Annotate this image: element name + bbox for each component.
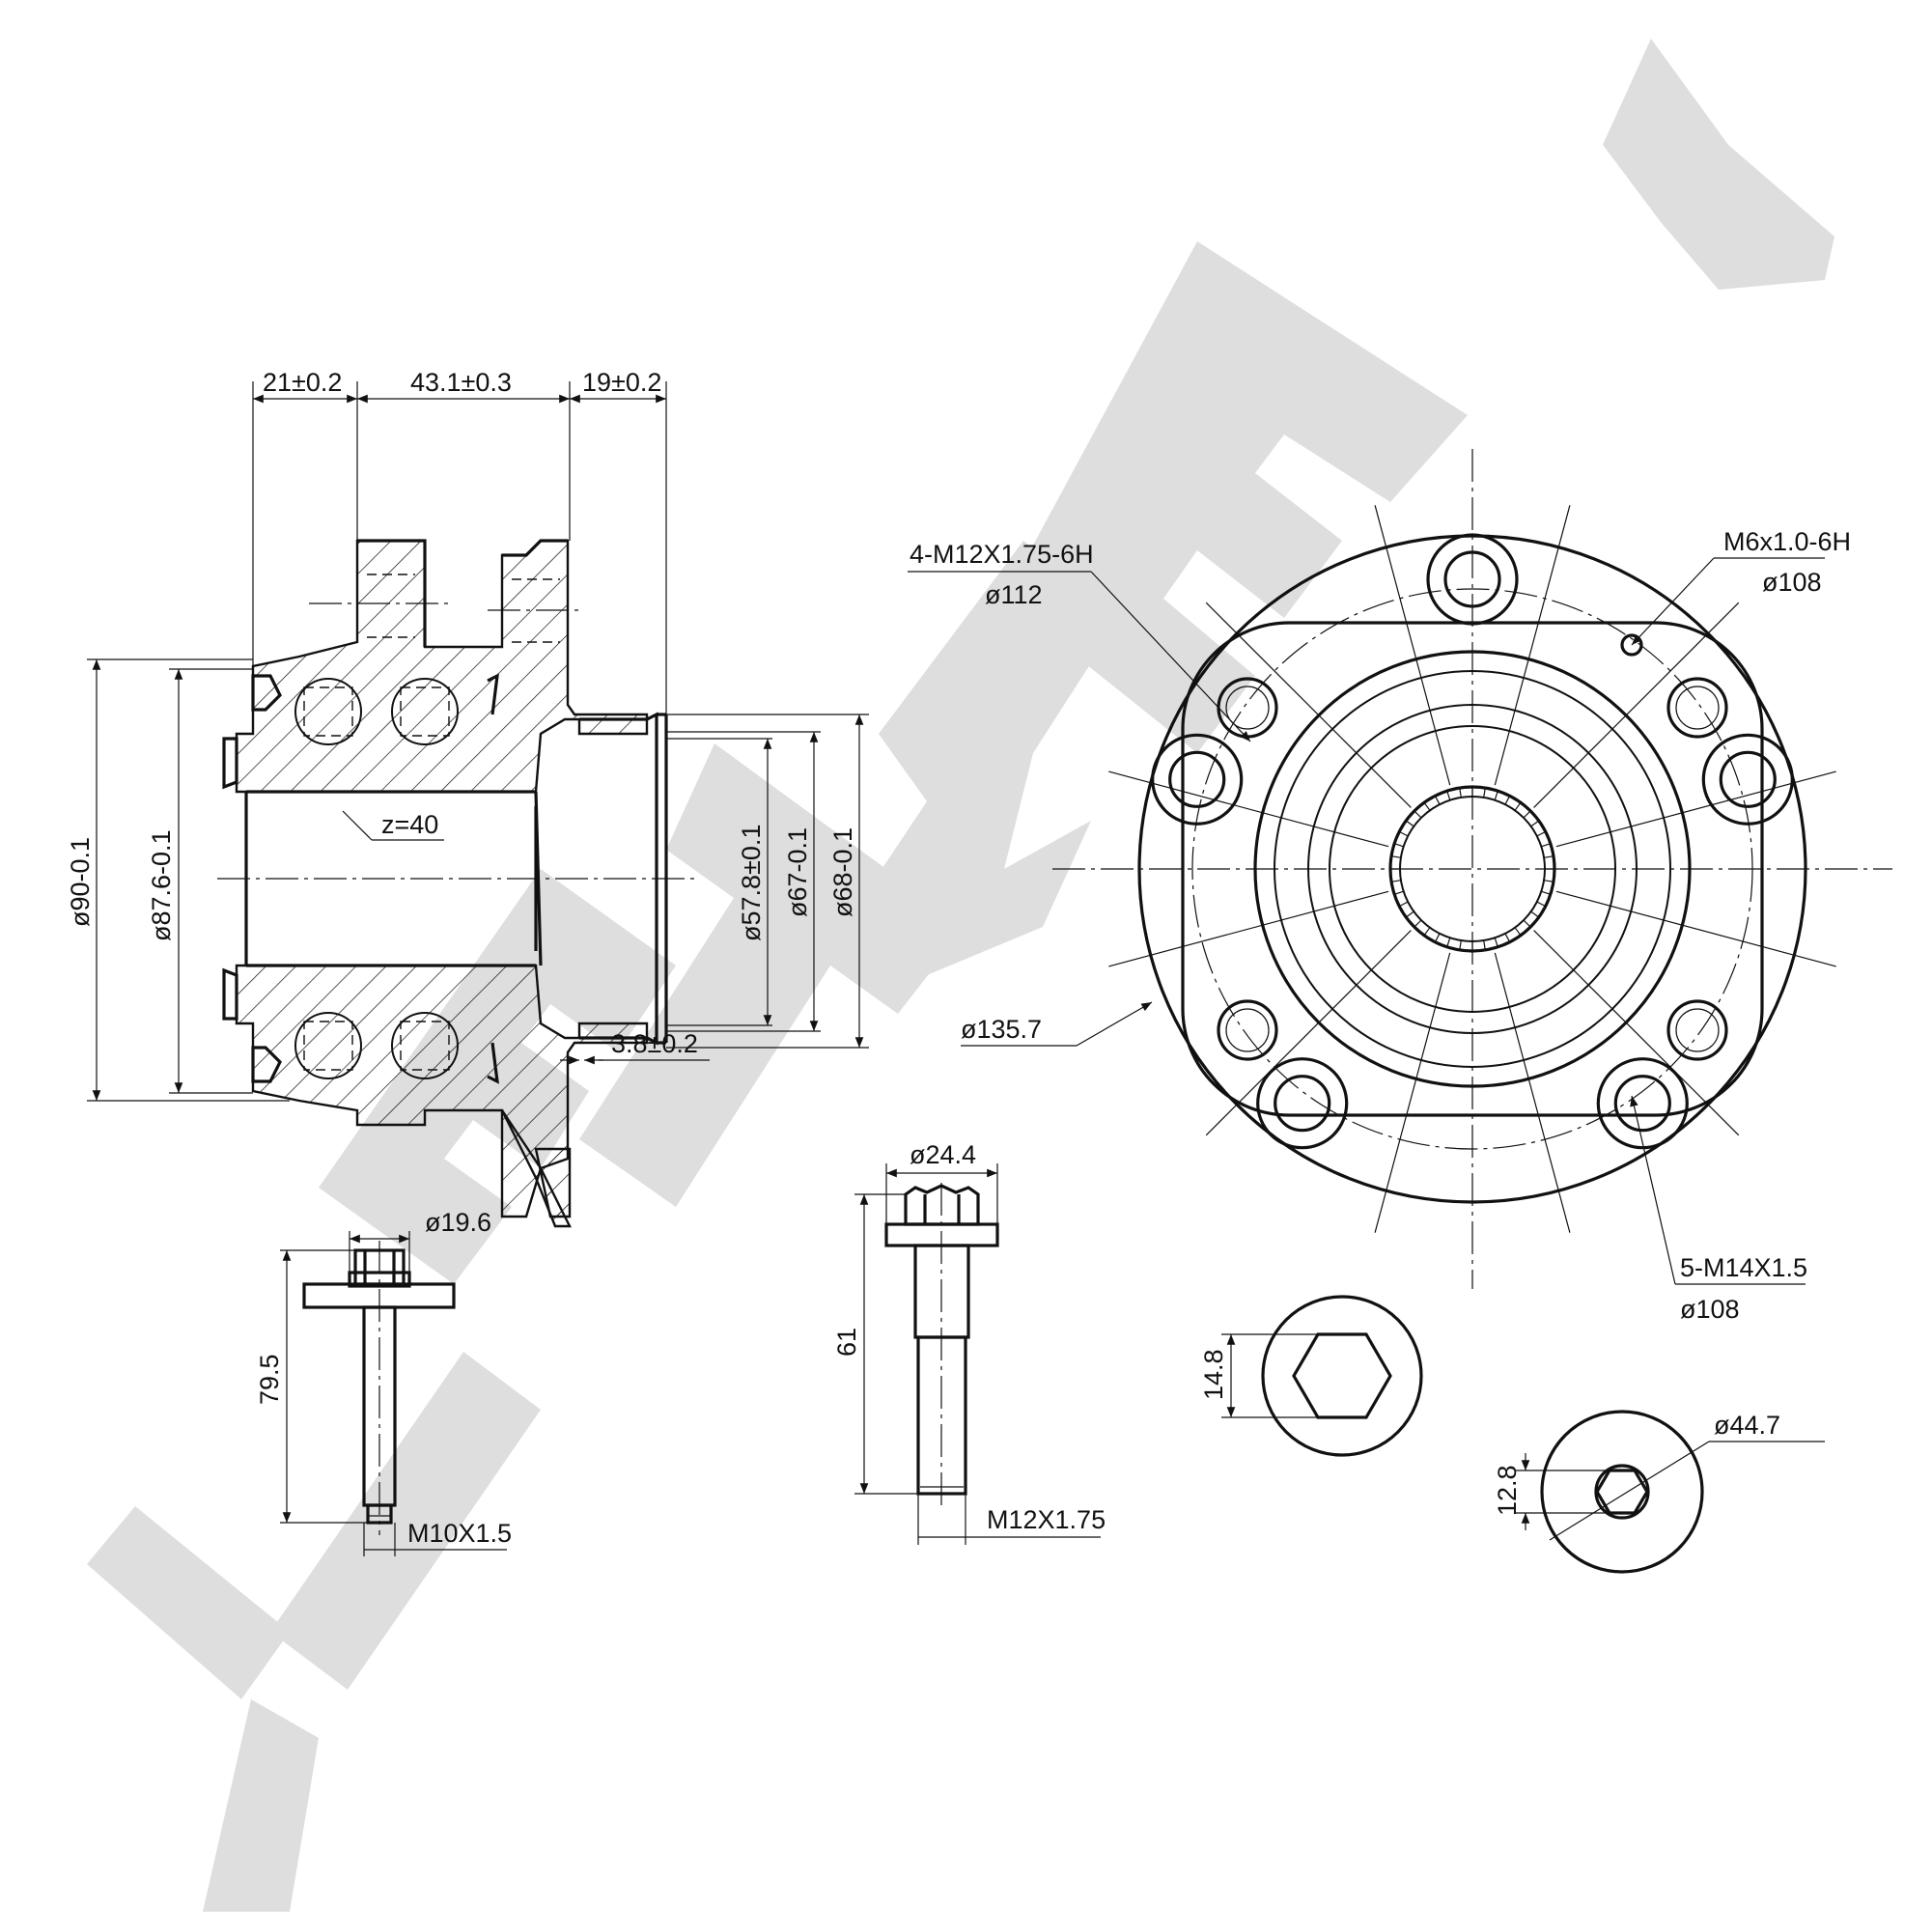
spline-tooth <box>1424 802 1430 810</box>
spline-tooth <box>1505 934 1510 942</box>
dim-d90: ø90-0.1 <box>66 837 95 927</box>
small-bolt-thread: M10X1.5 <box>407 1519 512 1548</box>
dim-43-1: 43.1±0.3 <box>410 368 512 397</box>
spline-tooth <box>1406 821 1414 826</box>
dim-19: 19±0.2 <box>582 368 661 397</box>
spline-tooth <box>1447 791 1450 800</box>
callout-m6-dia: ø108 <box>1762 568 1822 597</box>
large-bolt: ø24.4 61 M12X1.75 <box>832 1140 1106 1545</box>
spline-tooth <box>1394 891 1404 894</box>
nut-dia: ø44.7 <box>1714 1411 1780 1440</box>
dim-d57-8: ø57.8±0.1 <box>737 825 766 941</box>
large-bolt-thread: M12X1.75 <box>987 1505 1106 1534</box>
spline-tooth <box>1424 928 1430 936</box>
spline-tooth <box>1394 844 1404 847</box>
callout-4-m12-dia: ø112 <box>985 580 1043 609</box>
radial-line <box>1108 891 1388 966</box>
large-bolt-length: 61 <box>832 1328 861 1357</box>
spline-tooth <box>1460 788 1462 798</box>
nut-size: 12.8 <box>1493 1465 1522 1516</box>
spline-tooth <box>1484 940 1486 950</box>
large-bolt-head-dia: ø24.4 <box>910 1140 976 1169</box>
radial-line <box>1108 771 1388 847</box>
dim-21: 21±0.2 <box>263 368 342 397</box>
spline-tooth <box>1537 902 1546 907</box>
dim-d67: ø67-0.1 <box>783 827 812 917</box>
stud-hole <box>1170 752 1224 806</box>
spline-tooth <box>1541 844 1551 847</box>
spline-tooth <box>1484 788 1486 798</box>
radial-line <box>1534 602 1739 807</box>
threaded-hole <box>1668 679 1726 737</box>
radial-line <box>1534 931 1739 1135</box>
hex-view: 14.8 <box>1199 1297 1421 1455</box>
radial-line <box>1206 602 1411 807</box>
spline-tooth <box>1399 902 1408 907</box>
spline-tooth <box>1505 796 1510 804</box>
small-bolt-length: 79.5 <box>255 1354 284 1405</box>
spline-tooth <box>1537 831 1546 836</box>
dim-d68: ø68-0.1 <box>828 827 857 917</box>
nut-view: ø44.7 12.8 <box>1493 1411 1825 1572</box>
radial-line <box>1556 771 1836 847</box>
spline-label: z=40 <box>381 810 438 839</box>
threaded-hole <box>1668 1001 1726 1059</box>
spline-tooth <box>1406 911 1414 917</box>
spline-tooth <box>1495 938 1498 947</box>
threaded-hole-inner <box>1226 1009 1269 1051</box>
spline-tooth <box>1460 940 1462 950</box>
spline-tooth <box>1531 911 1539 917</box>
threaded-hole <box>1218 1001 1276 1059</box>
stud-hole <box>1721 752 1775 806</box>
small-bolt-head-dia: ø19.6 <box>425 1208 491 1237</box>
flange-lobe <box>1598 1059 1687 1148</box>
callout-m6: M6x1.0-6H <box>1723 527 1851 556</box>
radial-line <box>1375 953 1450 1233</box>
spline-tooth <box>1515 928 1521 936</box>
radial-line <box>1495 505 1570 785</box>
stud-hole <box>1275 1077 1330 1131</box>
radial-line <box>1495 953 1570 1233</box>
callout-5-m14: 5-M14X1.5 <box>1680 1253 1807 1282</box>
spline-tooth <box>1531 821 1539 826</box>
callout-4-m12: 4-M12X1.75-6H <box>910 540 1094 569</box>
flange-lobe <box>1703 735 1792 824</box>
threaded-hole-inner <box>1676 686 1719 729</box>
threaded-hole-inner <box>1676 1009 1719 1051</box>
spline-tooth <box>1524 811 1530 818</box>
flange-lobe <box>1258 1059 1347 1148</box>
spline-tooth <box>1524 920 1530 927</box>
spline-tooth <box>1399 831 1408 836</box>
radial-line <box>1556 891 1836 966</box>
spline-tooth <box>1447 938 1450 947</box>
spline-tooth <box>1544 856 1554 858</box>
hex-size: 14.8 <box>1199 1349 1228 1400</box>
stud-hole <box>1615 1077 1669 1131</box>
spline-tooth <box>1541 891 1551 894</box>
spline-tooth <box>1435 934 1440 942</box>
spline-tooth <box>1495 791 1498 800</box>
radial-line <box>1206 931 1411 1135</box>
spline-tooth <box>1414 920 1421 927</box>
spline-tooth <box>1435 796 1440 804</box>
spline-tooth <box>1391 881 1401 882</box>
spline-tooth <box>1391 856 1401 858</box>
callout-5-m14-dia: ø108 <box>1680 1295 1740 1324</box>
radial-line <box>1375 505 1450 785</box>
dim-3-8: 3.8±0.2 <box>611 1029 698 1058</box>
spline-tooth <box>1515 802 1521 810</box>
dim-d87-6: ø87.6-0.1 <box>147 829 176 941</box>
spline-tooth <box>1414 811 1421 818</box>
spline-tooth <box>1544 881 1554 882</box>
dim-d135-7: ø135.7 <box>961 1015 1042 1044</box>
